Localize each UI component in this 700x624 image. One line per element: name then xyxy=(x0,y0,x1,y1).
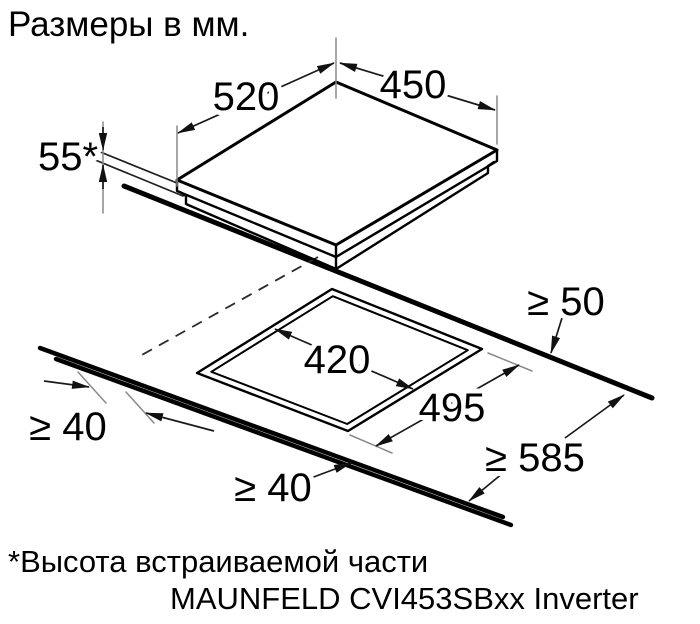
dim-label-worktop-depth: ≥ 585 xyxy=(485,436,585,480)
worktop-front-edge-bottom xyxy=(53,356,514,528)
dim-ge585-arrow-front xyxy=(468,472,504,502)
dim-label-side-clearance: ≥ 40 xyxy=(29,405,107,449)
ext-line-cutout-front xyxy=(349,434,393,454)
worktop-surface-line-upper xyxy=(87,146,178,184)
dim-label-cutout-width: 420 xyxy=(304,338,371,382)
dim-label-back-clearance: ≥ 50 xyxy=(527,280,605,324)
dim-label-built-in-height: 55* xyxy=(38,135,98,179)
cutout-inner-edge xyxy=(210,295,469,425)
dim-ge40-left-arrow-a xyxy=(43,380,90,389)
footnote-text: *Высота встраиваемой части xyxy=(8,544,428,579)
dim-ge585-arrow-back xyxy=(564,394,625,439)
dim-450-line xyxy=(339,62,496,111)
dim-520-line xyxy=(177,62,335,134)
cutout-outer-edge xyxy=(195,287,484,433)
dim-ge50-arrow xyxy=(550,317,563,354)
worktop xyxy=(37,146,655,528)
worktop-back-edge xyxy=(121,183,655,401)
cutout-opening xyxy=(195,287,484,433)
dim-label-cutout-depth: 495 xyxy=(419,386,486,430)
dim-label-hob-width: 520 xyxy=(213,75,280,119)
extension-lines xyxy=(77,37,533,454)
worktop-surface-line-lower xyxy=(87,156,184,197)
dim-495-line xyxy=(375,364,520,447)
dimension-labels: 520 450 55* 420 495 ≥ 50 ≥ 585 ≥ 40 ≥ 40 xyxy=(24,58,610,515)
ext-line-cutout-right xyxy=(487,352,533,372)
dim-label-hob-depth: 450 xyxy=(380,63,447,107)
projection-dashed-line xyxy=(139,256,319,357)
dim-label-front-clearance: ≥ 40 xyxy=(234,466,312,510)
ext-line-side-b xyxy=(125,391,155,424)
dim-ge40-front-arrow xyxy=(302,462,352,482)
model-name-text: MAUNFELD CVI453SBxx Inverter xyxy=(170,581,639,616)
dimension-arrows xyxy=(43,62,625,502)
dim-ge40-left-arrow-b xyxy=(145,412,215,432)
ext-line-side-a xyxy=(77,371,107,404)
hob-glass-edge xyxy=(175,148,499,259)
page-title: Размеры в мм. xyxy=(8,5,249,44)
worktop-front-edge-top xyxy=(37,345,506,520)
